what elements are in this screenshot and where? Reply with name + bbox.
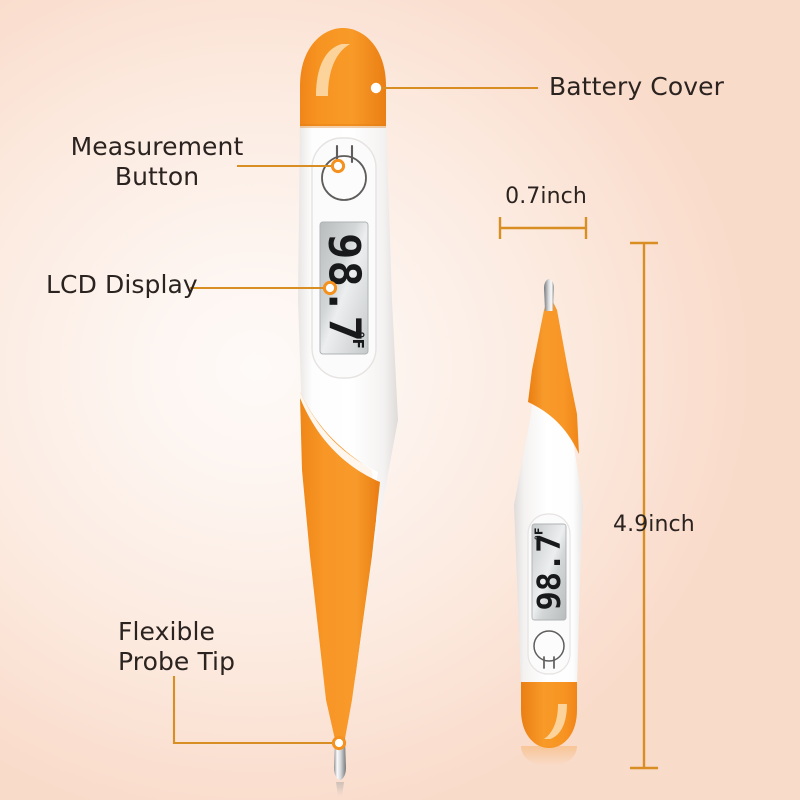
leader-lines (172, 86, 538, 745)
thermometer-secondary: 98.7 °F (514, 279, 583, 748)
dimension-lines (498, 217, 658, 770)
sec-measurement-button[interactable] (533, 630, 565, 669)
label-flexible-probe-tip: Flexible Probe Tip (118, 617, 236, 676)
svg-text:98.7: 98.7 (530, 533, 568, 610)
main-probe-reflection (336, 782, 344, 796)
label-battery-cover: Battery Cover (549, 72, 724, 101)
anchor-lcd-display (322, 280, 338, 296)
svg-text:°F: °F (533, 527, 546, 540)
sec-cap-highlight (544, 704, 567, 739)
label-measurement-button: Measurement Button (70, 132, 244, 191)
leader-anchors (322, 82, 382, 751)
leader-probe-tip (172, 676, 333, 745)
sec-battery-cover-cap (521, 682, 577, 748)
svg-text:°F: °F (349, 331, 367, 349)
thermometer-main: 98.7 °F (298, 28, 398, 796)
label-dimension-height: 4.9inch (613, 512, 695, 537)
battery-cover-highlight (316, 44, 350, 96)
battery-cover-cap (300, 28, 386, 126)
sec-lcd-display: 98.7 °F (530, 523, 568, 621)
label-lcd-display: LCD Display (46, 270, 198, 299)
sec-orange-lower (528, 300, 579, 454)
anchor-probe-tip (331, 735, 347, 751)
sec-probe-tip (544, 279, 554, 311)
cap-seam (300, 124, 386, 128)
sec-cap-reflection (521, 746, 577, 766)
anchor-measurement-button (330, 158, 346, 174)
main-orange-sweep (300, 398, 380, 744)
anchor-battery-cover (370, 82, 382, 94)
label-dimension-width: 0.7inch (505, 184, 587, 209)
